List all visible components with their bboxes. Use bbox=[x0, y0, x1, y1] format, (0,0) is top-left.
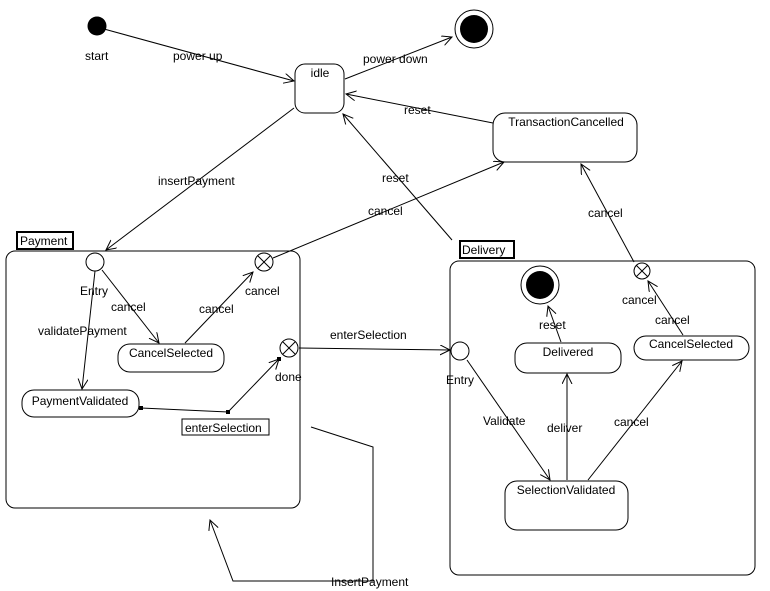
transition-validate-payment[interactable] bbox=[82, 270, 96, 389]
transition-insert-payment[interactable] bbox=[106, 107, 295, 250]
payment-entry-point[interactable] bbox=[85, 252, 105, 272]
transition-payment-cancel-1[interactable] bbox=[101, 269, 159, 343]
delivery-exit-cancel-label: cancel bbox=[622, 293, 657, 307]
state-idle-label: idle bbox=[311, 66, 330, 80]
payment-exit-cancel[interactable] bbox=[254, 252, 274, 272]
delivery-final-state[interactable] bbox=[520, 265, 560, 305]
transition-reset-from-delivery[interactable] bbox=[343, 114, 453, 241]
label-payment-cancel-2: cancel bbox=[199, 302, 234, 316]
label-delivery-cancel: cancel bbox=[614, 415, 649, 429]
composite-delivery[interactable] bbox=[449, 260, 756, 576]
label-reset-tc: reset bbox=[404, 103, 431, 117]
delivery-entry-point[interactable] bbox=[450, 341, 470, 361]
payment-exit-done[interactable] bbox=[279, 338, 299, 358]
transition-reset-from-cancelled[interactable] bbox=[346, 94, 494, 124]
transition-cancel-payment[interactable] bbox=[272, 162, 504, 259]
transition-enter-selection[interactable] bbox=[298, 348, 450, 350]
delivery-tab-label: Delivery bbox=[462, 243, 505, 257]
start-label: start bbox=[85, 49, 109, 63]
payment-exit-cancel-label: cancel bbox=[245, 284, 280, 298]
payment-tab: Payment bbox=[16, 231, 74, 250]
label-cancel-delivery: cancel bbox=[588, 206, 623, 220]
label-delivery-deliver: deliver bbox=[547, 421, 582, 435]
transition-cancel-delivery[interactable] bbox=[581, 164, 635, 263]
payment-state-cancel-selected[interactable]: CancelSelected bbox=[117, 343, 225, 373]
anchor-handle bbox=[277, 357, 281, 361]
enter-selection-note: enterSelection bbox=[181, 418, 270, 436]
state-transaction-cancelled[interactable]: TransactionCancelled bbox=[492, 112, 638, 163]
label-reset-delivery: reset bbox=[382, 171, 409, 185]
composite-payment[interactable] bbox=[5, 250, 301, 509]
transition-delivery-validate[interactable] bbox=[466, 359, 550, 480]
label-cancel-payment: cancel bbox=[368, 204, 403, 218]
anchor-handle bbox=[226, 410, 230, 414]
transition-delivery-reset[interactable] bbox=[548, 306, 562, 343]
transition-power-down[interactable] bbox=[344, 37, 452, 80]
enter-selection-note-label: enterSelection bbox=[185, 421, 262, 435]
selection-validated-label: SelectionValidated bbox=[517, 483, 616, 497]
payment-exit-done-label: done bbox=[275, 370, 302, 384]
payment-cancel-selected-label: CancelSelected bbox=[129, 346, 213, 360]
state-idle[interactable]: idle bbox=[294, 63, 345, 114]
payment-state-payment-validated[interactable]: PaymentValidated bbox=[21, 389, 140, 418]
state-transaction-cancelled-label: TransactionCancelled bbox=[508, 115, 624, 129]
label-payment-cancel-1: cancel bbox=[111, 300, 146, 314]
delivery-exit-cancel[interactable] bbox=[633, 262, 651, 280]
delivery-tab: Delivery bbox=[459, 240, 515, 259]
final-state-top[interactable] bbox=[454, 9, 494, 49]
transition-payment-cancel-2[interactable] bbox=[184, 272, 253, 344]
delivery-state-cancel-selected[interactable]: CancelSelected bbox=[633, 335, 750, 361]
anchor-handle bbox=[139, 406, 143, 410]
initial-state[interactable] bbox=[87, 16, 107, 36]
delivery-state-delivered[interactable]: Delivered bbox=[514, 342, 622, 374]
label-enter-selection: enterSelection bbox=[330, 328, 407, 342]
label-insert-payment-loop: InsertPayment bbox=[331, 575, 409, 589]
delivery-state-selection-validated[interactable]: SelectionValidated bbox=[504, 480, 629, 531]
transition-delivery-cancel[interactable] bbox=[587, 361, 682, 481]
delivery-cancel-selected-label: CancelSelected bbox=[649, 337, 733, 351]
delivery-entry-label: Entry bbox=[446, 373, 474, 387]
label-power-up: power up bbox=[173, 49, 223, 63]
label-validate-payment: validatePayment bbox=[38, 324, 127, 338]
transition-delivery-cancel-up[interactable] bbox=[648, 281, 684, 336]
payment-tab-label: Payment bbox=[20, 234, 68, 248]
label-delivery-cancel-up: cancel bbox=[655, 313, 690, 327]
label-insert-payment: insertPayment bbox=[158, 174, 235, 188]
delivered-label: Delivered bbox=[543, 345, 594, 359]
label-power-down: power down bbox=[363, 52, 428, 66]
transition-power-up[interactable] bbox=[103, 28, 294, 81]
transition-insert-payment-loop[interactable] bbox=[210, 426, 374, 582]
label-delivery-validate: Validate bbox=[483, 414, 526, 428]
payment-entry-label: Entry bbox=[80, 284, 108, 298]
payment-validated-label: PaymentValidated bbox=[32, 394, 129, 408]
label-delivery-reset: reset bbox=[539, 318, 566, 332]
